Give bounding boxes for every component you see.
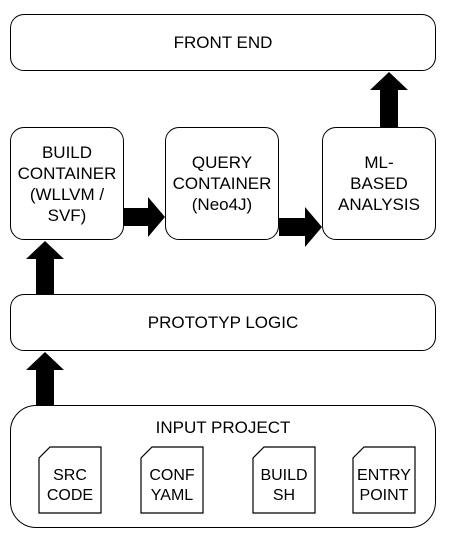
arrow-up-icon xyxy=(26,241,64,294)
query-container-label: QUERY CONTAINER (Neo4J) xyxy=(172,153,272,214)
document-icon xyxy=(352,446,416,514)
front-end-box: FRONT END xyxy=(10,14,436,71)
ml-analysis-box: ML- BASED ANALYSIS xyxy=(322,127,436,240)
file-label-conf-yaml: CONF YAML xyxy=(149,467,195,504)
file-label-entry-point: ENTRY POINT xyxy=(357,467,411,504)
document-icon xyxy=(140,446,204,514)
document-icon xyxy=(38,446,102,514)
input-project-title: INPUT PROJECT xyxy=(155,418,291,437)
query-container-box: QUERY CONTAINER (Neo4J) xyxy=(165,127,279,240)
arrow-up-icon xyxy=(370,72,408,127)
file-label-src-code: SRC CODE xyxy=(46,467,94,504)
document-icon xyxy=(252,446,316,514)
build-container-box: BUILD CONTAINER (WLLVM / SVF) xyxy=(10,127,124,240)
arrow-right-icon xyxy=(124,197,165,237)
prototyp-logic-label: PROTOTYP LOGIC xyxy=(147,313,299,332)
front-end-label: FRONT END xyxy=(173,33,273,52)
file-label-build-sh: BUILD SH xyxy=(260,467,308,504)
arrow-up-icon xyxy=(26,352,64,405)
build-container-label: BUILD CONTAINER (WLLVM / SVF) xyxy=(17,142,117,225)
prototyp-logic-box: PROTOTYP LOGIC xyxy=(10,294,436,351)
ml-analysis-label: ML- BASED ANALYSIS xyxy=(338,153,420,214)
arrow-right-icon xyxy=(279,207,322,247)
